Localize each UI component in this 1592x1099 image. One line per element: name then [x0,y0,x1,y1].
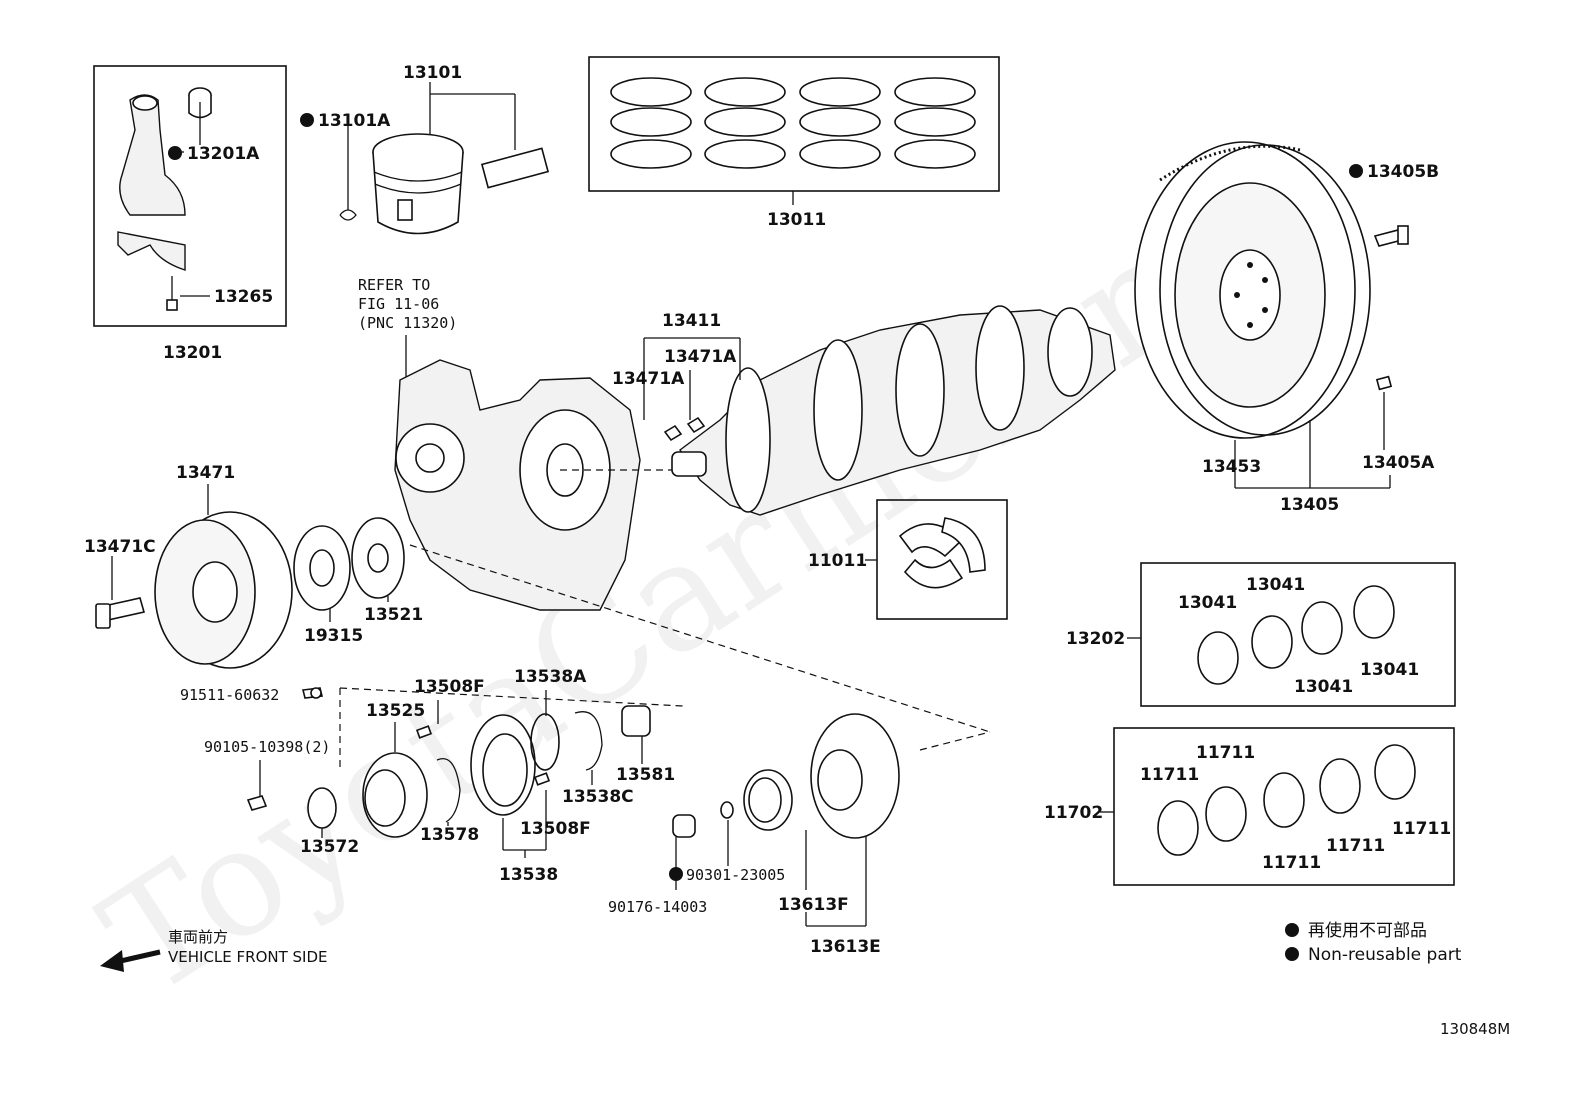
part-label-11711-a: 11711 [1140,765,1199,785]
part-label-13613E: 13613E [810,937,881,957]
part-label-13011: 13011 [767,210,826,230]
part-label-90301-23005: 90301-23005 [686,866,785,884]
figure-id: 130848M [1440,1020,1510,1038]
direction-label-en: VEHICLE FRONT SIDE [168,948,328,966]
refer-line3: (PNC 11320) [358,314,457,332]
vehicle-front-arrow-icon [100,949,161,972]
part-label-13471A-right: 13471A [664,347,737,367]
legend-marker-jp [1285,923,1299,937]
lower-parts-group [246,544,991,927]
refer-line2: FIG 11-06 [358,295,439,313]
flywheel-group [1134,141,1409,489]
part-label-13581: 13581 [616,765,675,785]
non-reusable-marker [300,113,314,127]
part-label-13471A-left: 13471A [612,369,685,389]
piston-rings-group [588,56,1000,205]
legend-text-jp: 再使用不可部品 [1308,920,1427,941]
connecting-rod-group [93,65,287,327]
part-label-13201: 13201 [163,343,222,363]
part-label-13572: 13572 [300,837,359,857]
part-label-13471: 13471 [176,463,235,483]
part-label-13613F: 13613F [778,895,849,915]
part-label-11702: 11702 [1044,803,1103,823]
part-label-13202: 13202 [1066,629,1125,649]
part-label-13265: 13265 [214,287,273,307]
part-label-13405: 13405 [1280,495,1339,515]
part-label-11711-e: 11711 [1392,819,1451,839]
legend-text-en: Non-reusable part [1308,945,1462,965]
part-label-13508F-top: 13508F [414,677,485,697]
thrust-washer-group [865,499,1008,620]
part-label-90105-10398: 90105-10398(2) [204,738,330,756]
part-label-11011: 11011 [808,551,867,571]
non-reusable-marker [1349,164,1363,178]
refer-line1: REFER TO [358,276,430,294]
part-label-13538: 13538 [499,865,558,885]
crank-pulley-group [95,484,405,669]
part-label-11711-c: 11711 [1262,853,1321,873]
part-label-13538C: 13538C [562,787,634,807]
part-label-13411: 13411 [662,311,721,331]
part-label-13101A: 13101A [318,111,391,131]
part-label-13041-c: 13041 [1294,677,1353,697]
timing-cover-group [394,359,680,611]
part-label-11711-b: 11711 [1196,743,1255,763]
part-label-13405A: 13405A [1362,453,1435,473]
part-label-13578: 13578 [420,825,479,845]
part-label-13525: 13525 [366,701,425,721]
part-label-13471C: 13471C [84,537,156,557]
crankshaft-group [643,305,1116,516]
part-label-13453: 13453 [1202,457,1261,477]
part-label-13508F-bottom: 13508F [520,819,591,839]
part-label-91511-60632: 91511-60632 [180,686,279,704]
part-label-13101: 13101 [403,63,462,83]
part-label-13521: 13521 [364,605,423,625]
part-label-13041-b: 13041 [1246,575,1305,595]
part-label-90176-14003: 90176-14003 [608,898,707,916]
rod-bearing-group [1127,562,1456,707]
piston-group [339,82,550,235]
direction-label-jp: 車両前方 [168,928,228,946]
part-label-13538A: 13538A [514,667,587,687]
part-label-19315: 19315 [304,626,363,646]
part-label-11711-d: 11711 [1326,836,1385,856]
non-reusable-marker [168,146,182,160]
part-label-13201A: 13201A [187,144,260,164]
legend-marker-en [1285,947,1299,961]
main-bearing-group [1100,727,1455,886]
non-reusable-marker [669,867,683,881]
part-label-13041-a: 13041 [1178,593,1237,613]
part-label-13405B: 13405B [1367,162,1439,182]
part-label-13041-d: 13041 [1360,660,1419,680]
